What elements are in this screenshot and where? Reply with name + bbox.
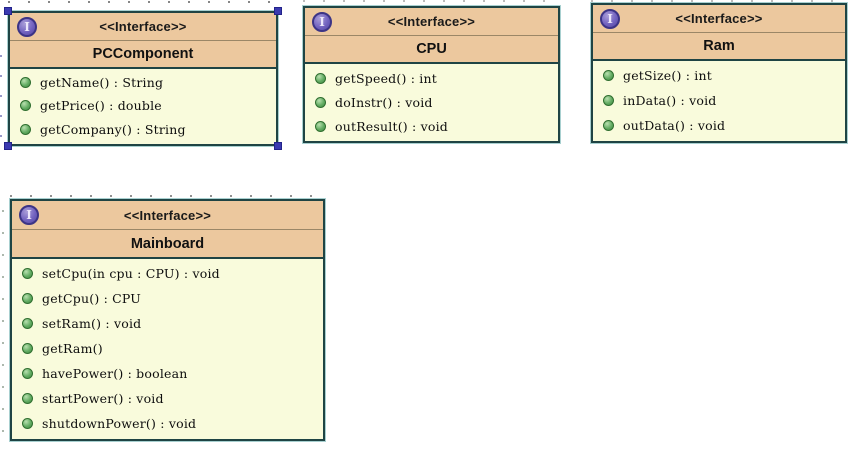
- stereotype-label: <<Interface>>: [387, 14, 476, 29]
- method-row[interactable]: doInstr() : void: [315, 95, 554, 110]
- public-method-icon: [603, 120, 614, 131]
- public-method-icon: [22, 368, 33, 379]
- method-row[interactable]: startPower() : void: [22, 391, 319, 406]
- grid-ticks: [8, 1, 280, 3]
- selection-handle-se[interactable]: [274, 142, 282, 150]
- method-row[interactable]: getName() : String: [20, 75, 272, 90]
- methods-compartment: getSize() : int inData() : void outData(…: [593, 61, 845, 141]
- method-label: getPrice() : double: [40, 98, 162, 114]
- method-label: doInstr() : void: [335, 94, 433, 110]
- interface-icon-letter: I: [26, 208, 32, 222]
- method-row[interactable]: inData() : void: [603, 93, 841, 108]
- interface-class-pccomponent[interactable]: I <<Interface>> PCComponent getName() : …: [4, 7, 282, 150]
- method-row[interactable]: getCpu() : CPU: [22, 291, 319, 306]
- public-method-icon: [22, 418, 33, 429]
- stereotype-row: I <<Interface>>: [593, 5, 845, 33]
- public-method-icon: [603, 70, 614, 81]
- method-row[interactable]: outData() : void: [603, 118, 841, 133]
- public-method-icon: [315, 72, 326, 84]
- interface-class-mainboard[interactable]: I <<Interface>> Mainboard setCpu(in cpu …: [10, 199, 325, 441]
- interface-icon-letter: I: [24, 19, 30, 34]
- grid-ticks: [2, 210, 4, 435]
- grid-ticks: [0, 55, 2, 150]
- method-row[interactable]: setRam() : void: [22, 316, 319, 331]
- interface-icon-letter: I: [319, 14, 325, 29]
- method-label: inData() : void: [623, 93, 717, 108]
- method-row[interactable]: getCompany() : String: [20, 122, 272, 137]
- method-row[interactable]: getSpeed() : int: [315, 71, 554, 86]
- interface-icon: I: [17, 16, 37, 37]
- interface-class-ram[interactable]: I <<Interface>> Ram getSize() : int inDa…: [591, 3, 847, 143]
- stereotype-label: <<Interface>>: [675, 11, 763, 26]
- public-method-icon: [20, 100, 31, 112]
- stereotype-row: I <<Interface>>: [12, 201, 323, 230]
- selection-handle-ne[interactable]: [274, 7, 282, 15]
- interface-icon: I: [600, 8, 620, 29]
- method-row[interactable]: getRam(): [22, 341, 319, 356]
- grid-ticks: [303, 0, 561, 2]
- grid-ticks: [591, 0, 848, 2]
- interface-class-cpu[interactable]: I <<Interface>> CPU getSpeed() : int doI…: [303, 6, 560, 143]
- interface-icon-letter: I: [607, 11, 613, 26]
- method-row[interactable]: setCpu(in cpu : CPU) : void: [22, 266, 319, 281]
- class-name[interactable]: CPU: [305, 36, 558, 64]
- public-method-icon: [315, 96, 326, 108]
- method-row[interactable]: shutdownPower() : void: [22, 416, 319, 431]
- public-method-icon: [22, 293, 33, 304]
- class-name[interactable]: Mainboard: [12, 230, 323, 259]
- class-name[interactable]: PCComponent: [10, 41, 276, 69]
- method-label: startPower() : void: [42, 391, 164, 406]
- method-label: getSpeed() : int: [335, 70, 437, 86]
- method-row[interactable]: havePower() : boolean: [22, 366, 319, 381]
- stereotype-label: <<Interface>>: [123, 207, 212, 223]
- method-label: getCpu() : CPU: [42, 291, 142, 306]
- method-label: getRam(): [42, 341, 103, 356]
- methods-compartment: getSpeed() : int doInstr() : void outRes…: [305, 64, 558, 141]
- method-row[interactable]: getPrice() : double: [20, 98, 272, 113]
- public-method-icon: [20, 123, 31, 135]
- stereotype-row: I <<Interface>>: [10, 13, 276, 41]
- selection-handle-sw[interactable]: [4, 142, 12, 150]
- public-method-icon: [22, 393, 33, 404]
- method-label: setCpu(in cpu : CPU) : void: [42, 266, 220, 281]
- public-method-icon: [315, 120, 326, 132]
- method-label: getSize() : int: [623, 68, 712, 83]
- method-label: havePower() : boolean: [42, 366, 188, 381]
- method-label: getName() : String: [40, 75, 164, 91]
- methods-compartment: setCpu(in cpu : CPU) : void getCpu() : C…: [12, 259, 323, 439]
- method-row[interactable]: getSize() : int: [603, 68, 841, 83]
- public-method-icon: [22, 318, 33, 329]
- method-label: setRam() : void: [42, 316, 142, 331]
- stereotype-label: <<Interface>>: [99, 19, 187, 34]
- method-label: outResult() : void: [335, 118, 448, 134]
- methods-compartment: getName() : String getPrice() : double g…: [10, 69, 276, 144]
- public-method-icon: [603, 95, 614, 106]
- grid-ticks: [10, 195, 326, 197]
- method-label: shutdownPower() : void: [42, 416, 197, 431]
- selection-handle-nw[interactable]: [4, 7, 12, 15]
- method-row[interactable]: outResult() : void: [315, 119, 554, 134]
- method-label: getCompany() : String: [40, 121, 186, 137]
- public-method-icon: [22, 343, 33, 354]
- class-name[interactable]: Ram: [593, 33, 845, 61]
- interface-icon: I: [19, 205, 39, 225]
- method-label: outData() : void: [623, 118, 726, 133]
- public-method-icon: [22, 268, 33, 279]
- public-method-icon: [20, 77, 31, 89]
- stereotype-row: I <<Interface>>: [305, 8, 558, 36]
- interface-icon: I: [312, 11, 332, 32]
